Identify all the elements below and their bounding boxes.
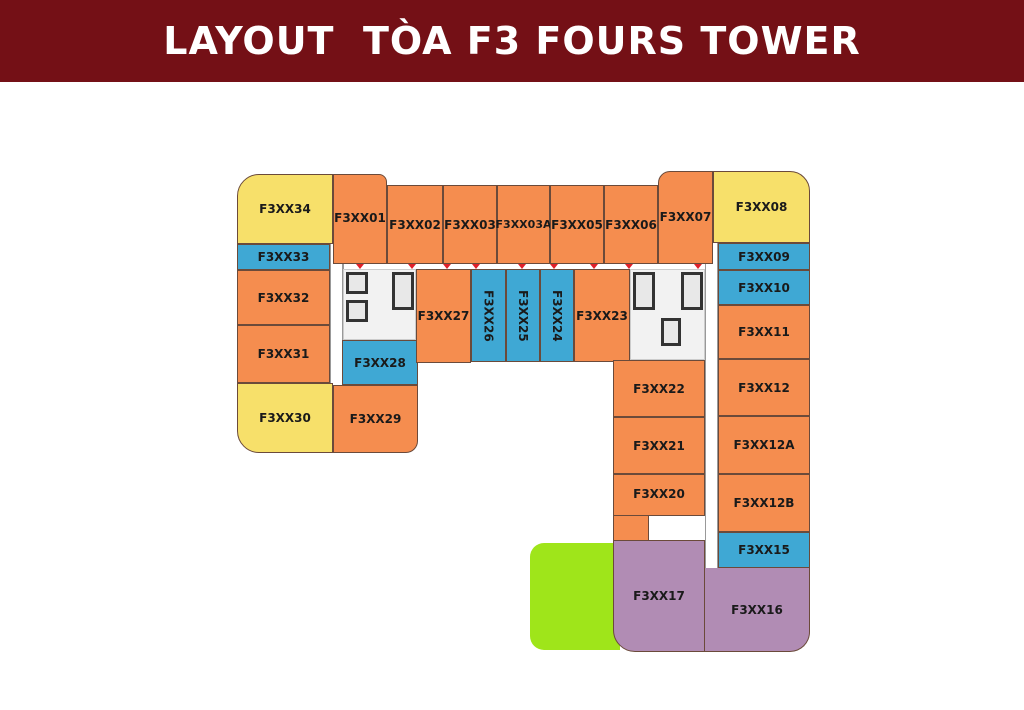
unit-F3XX12[interactable]: F3XX12 [718, 359, 810, 416]
door-marker [694, 264, 702, 269]
unit-F3XX21[interactable]: F3XX21 [613, 417, 705, 474]
unit-F3XX34[interactable]: F3XX34 [237, 174, 333, 244]
unit-F3XX29[interactable]: F3XX29 [333, 385, 418, 453]
stair-icon [346, 300, 368, 322]
unit-F3XX09[interactable]: F3XX09 [718, 243, 810, 270]
elevator-icon [346, 272, 368, 294]
unit-F3XX05[interactable]: F3XX05 [550, 185, 604, 264]
elevator-core-left [343, 269, 416, 340]
unit-F3XX03A[interactable]: F3XX03A [496, 185, 551, 264]
unit-F3XX27[interactable]: F3XX27 [416, 269, 471, 363]
unit-F3XX06[interactable]: F3XX06 [604, 185, 658, 264]
door-marker [408, 264, 416, 269]
unit-F3XX23[interactable]: F3XX23 [574, 269, 630, 362]
unit-F3XX24[interactable]: F3XX24 [540, 269, 574, 362]
door-marker [356, 264, 364, 269]
door-marker [443, 264, 451, 269]
unit-F3XX16[interactable]: F3XX16 [704, 568, 810, 652]
door-marker [472, 264, 480, 269]
unit-F3XX33[interactable]: F3XX33 [237, 244, 330, 270]
unit-F3XX31[interactable]: F3XX31 [237, 325, 330, 383]
door-marker [518, 264, 526, 269]
corridor-right [705, 226, 718, 586]
elevator-icon [633, 272, 655, 310]
unit-F3XX08[interactable]: F3XX08 [713, 171, 810, 243]
unit-F3XX22[interactable]: F3XX22 [613, 360, 705, 417]
page-title: LAYOUT TÒA F3 FOURS TOWER [163, 19, 861, 63]
unit-F3XX07[interactable]: F3XX07 [658, 171, 713, 264]
unit-F3XX32[interactable]: F3XX32 [237, 270, 330, 325]
unit-F3XX15[interactable]: F3XX15 [718, 532, 810, 568]
unit-F3XX25[interactable]: F3XX25 [506, 269, 540, 362]
unit-F3XX26[interactable]: F3XX26 [471, 269, 506, 362]
unit-F3XX28[interactable]: F3XX28 [342, 340, 418, 385]
unit-F3XX11[interactable]: F3XX11 [718, 305, 810, 359]
unit-F3XX01[interactable]: F3XX01 [333, 174, 387, 264]
door-marker [625, 264, 633, 269]
elevator-core-right [630, 269, 705, 360]
unit-F3XX12A[interactable]: F3XX12A [718, 416, 810, 474]
unit-F3XX20[interactable]: F3XX20 [613, 474, 705, 516]
door-marker [550, 264, 558, 269]
door-marker [590, 264, 598, 269]
unit-F3XX02[interactable]: F3XX02 [387, 185, 443, 264]
unit-F3XX12B[interactable]: F3XX12B [718, 474, 810, 532]
unit-F3XX03[interactable]: F3XX03 [443, 185, 497, 264]
unit-F3XX10[interactable]: F3XX10 [718, 270, 810, 305]
title-banner: LAYOUT TÒA F3 FOURS TOWER [0, 0, 1024, 82]
unit-F3XX17[interactable]: F3XX17 [613, 540, 705, 652]
green-area [530, 543, 620, 650]
elevator-icon [392, 272, 414, 310]
stair-icon [661, 318, 681, 346]
elevator-icon [681, 272, 703, 310]
unit-F3XX30[interactable]: F3XX30 [237, 383, 333, 453]
